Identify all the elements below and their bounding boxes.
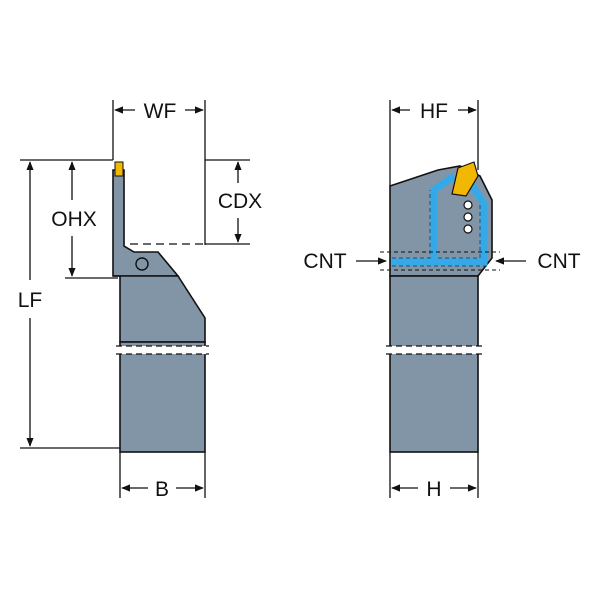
lf-label: LF xyxy=(18,289,43,312)
wf-label: WF xyxy=(144,100,177,123)
insert-side xyxy=(114,161,124,177)
side-view: WF CDX OHX LF B xyxy=(18,100,262,501)
shank-body xyxy=(119,341,206,453)
ohx-label: OHX xyxy=(51,208,97,231)
clamp-hole-1 xyxy=(463,200,473,210)
clamp-hole-2 xyxy=(463,212,473,222)
cdx-label: CDX xyxy=(218,190,262,213)
b-label: B xyxy=(155,478,169,501)
insert-front xyxy=(451,161,479,197)
h-label: H xyxy=(426,478,441,501)
coolant-channel xyxy=(392,173,488,266)
hf-label: HF xyxy=(420,100,448,123)
clamp-screw xyxy=(135,257,149,271)
clamp-hole-3 xyxy=(463,224,473,234)
cnt-right-label: CNT xyxy=(537,250,580,273)
front-shank xyxy=(389,275,479,453)
front-view: HF CNT CNT H xyxy=(303,100,581,501)
break-gap-right xyxy=(386,346,482,354)
break-gap-left xyxy=(116,346,209,354)
cnt-left-label: CNT xyxy=(303,250,346,273)
shank-head xyxy=(113,275,206,343)
